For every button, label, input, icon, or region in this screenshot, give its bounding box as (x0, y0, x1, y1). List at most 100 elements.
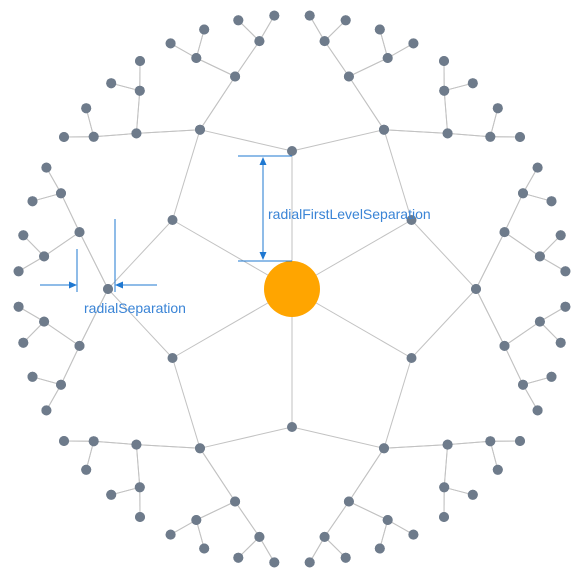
tree-node-2-1[interactable] (379, 124, 389, 135)
tree-node-3-1-1[interactable] (499, 227, 510, 238)
tree-node-6-1[interactable] (103, 284, 113, 294)
tree-node-4-1-2-2[interactable] (319, 531, 330, 542)
tree-node-3-1-1-2-1[interactable] (555, 230, 566, 241)
tree-node-6-1-2-2-2[interactable] (41, 162, 52, 173)
tree-node-4-1-1[interactable] (442, 439, 453, 450)
tree-node-4-1-1-1[interactable] (485, 436, 496, 447)
tree-node-6-1-1-1-1[interactable] (41, 405, 52, 416)
tree-node-5-1-1-1[interactable] (254, 531, 265, 542)
tree-node-2-1-1-1-2[interactable] (340, 15, 351, 26)
tree-node-3-1-2-2[interactable] (518, 379, 528, 390)
tree-node-5-1-1[interactable] (230, 496, 241, 507)
tree-node-2-1-1-2-2[interactable] (408, 38, 419, 49)
tree-node-6-1-2-1-2[interactable] (18, 230, 29, 241)
tree-node-5-1-2-1[interactable] (134, 482, 145, 493)
tree-node-5-1-2-2-2[interactable] (59, 436, 69, 446)
tree-node-2-1-1-2-1[interactable] (374, 24, 385, 35)
tree-node-2-1-2-2[interactable] (485, 131, 496, 142)
tree-node-5-1-1-2-1[interactable] (199, 543, 210, 554)
tree-node-6-1-2-1-1[interactable] (13, 266, 24, 277)
tree-node-4-1-2[interactable] (343, 496, 354, 507)
tree-node-6-2-2-2-1[interactable] (233, 15, 244, 26)
tree-node-4-1-2-1[interactable] (382, 515, 393, 525)
tree-node-2-1-1-1[interactable] (319, 36, 330, 47)
tree-node-6-2-1-1-1[interactable] (59, 132, 69, 142)
tree-node-4-1-1-2-2[interactable] (439, 512, 449, 522)
tree-node-4-1-1-2[interactable] (439, 482, 450, 493)
tree-node-6-1-1-2[interactable] (39, 316, 50, 327)
tree-node-4-1-2-1-2[interactable] (374, 543, 385, 554)
tree-node-5[interactable] (167, 353, 178, 363)
tree-node-3-1-2[interactable] (499, 340, 510, 351)
tree-node-4-1-2-2-2[interactable] (304, 557, 315, 568)
tree-node-5-1-1-2[interactable] (191, 515, 202, 525)
tree-node-6-1-2-1[interactable] (39, 251, 50, 262)
tree-node-2-1-2-1[interactable] (439, 85, 450, 96)
tree-node-2-1-1[interactable] (343, 71, 354, 82)
tree-node-5-1-2-2[interactable] (88, 436, 99, 447)
tree-node-4[interactable] (287, 422, 297, 432)
tree-node-6-2-2-2[interactable] (254, 36, 265, 47)
tree-node-2-1-2[interactable] (442, 128, 453, 139)
tree-node-6-1-1-2-2[interactable] (13, 301, 24, 312)
tree-node-4-1-1-1-2[interactable] (492, 464, 503, 475)
tree-node-5-1-2-1-1[interactable] (135, 512, 145, 522)
tree-node-6-2-1-1-2[interactable] (81, 103, 92, 114)
tree-node-2-1-1-1-1[interactable] (304, 10, 315, 21)
tree-node-3-1-2-2-2[interactable] (532, 405, 543, 416)
tree-node-5-1-1-1-1[interactable] (269, 557, 280, 568)
tree-node-6-1-1-1-2[interactable] (27, 371, 38, 382)
tree-node-6-2-2[interactable] (230, 71, 241, 82)
tree-node-6-2-1-2[interactable] (134, 85, 145, 96)
tree-node-6-1-1-1[interactable] (56, 379, 66, 390)
tree-node-3[interactable] (406, 353, 417, 363)
tree-node-5-1-1-1-2[interactable] (233, 552, 244, 563)
tree-node-2-1-2-2-1[interactable] (492, 103, 503, 114)
tree-node-3-1-2-2-1[interactable] (546, 371, 557, 382)
tree-edge-3-1-2-1 (504, 321, 541, 347)
tree-node-6-2-2-1[interactable] (191, 53, 202, 63)
tree-node-5-1-2[interactable] (131, 439, 142, 450)
tree-edge-5-1 (172, 357, 201, 449)
tree-node-4-1-1-2-1[interactable] (467, 489, 478, 500)
tree-node-3-1-1-2-2[interactable] (560, 266, 571, 277)
tree-node-6-2-2-2-2[interactable] (269, 10, 280, 21)
tree-node-6-1-2[interactable] (74, 227, 85, 238)
tree-node-6-2-1-1[interactable] (88, 131, 99, 142)
tree-node-2-1-2-1-2[interactable] (467, 78, 478, 89)
tree-node-5-1-2-2-1[interactable] (81, 464, 92, 475)
tree-node-4-1[interactable] (379, 443, 389, 454)
tree-node-2-1-2-2-2[interactable] (515, 132, 525, 142)
root-node[interactable] (264, 261, 320, 317)
tree-node-6-2-1[interactable] (131, 128, 142, 139)
tree-node-6-1-2-2-1[interactable] (27, 196, 38, 207)
tree-node-6[interactable] (167, 215, 178, 225)
tree-node-5-1-2-1-2[interactable] (106, 489, 117, 500)
tree-node-1[interactable] (287, 146, 297, 156)
tree-node-3-1-2-1-1[interactable] (560, 301, 571, 312)
tree-node-3-1-1-1-1[interactable] (532, 162, 543, 173)
tree-node-4-1-2-2-1[interactable] (340, 552, 351, 563)
tree-node-6-1-1[interactable] (74, 340, 85, 351)
tree-edge-2-1-2-1 (443, 90, 449, 134)
tree-node-6-1-1-2-1[interactable] (18, 337, 29, 348)
tree-node-6-2-2-1-2[interactable] (199, 24, 210, 35)
tree-node-2-1-1-2[interactable] (382, 53, 393, 63)
tree-node-3-1[interactable] (471, 284, 481, 294)
tree-node-4-1-2-1-1[interactable] (408, 529, 419, 540)
tree-node-3-1-1-2[interactable] (534, 251, 545, 262)
tree-node-5-1[interactable] (195, 443, 205, 454)
tree-node-6-2-1-2-2[interactable] (135, 56, 145, 66)
tree-node-6-1-2-2[interactable] (56, 188, 66, 199)
tree-node-3-1-2-1-2[interactable] (555, 337, 566, 348)
tree-node-6-2[interactable] (195, 124, 205, 135)
tree-node-2[interactable] (406, 215, 417, 225)
tree-node-4-1-1-1-1[interactable] (515, 436, 525, 446)
tree-node-6-2-2-1-1[interactable] (165, 38, 176, 49)
tree-node-6-2-1-2-1[interactable] (106, 78, 117, 89)
tree-node-3-1-1-1-2[interactable] (546, 196, 557, 207)
tree-node-2-1-2-1-1[interactable] (439, 56, 449, 66)
tree-node-3-1-1-1[interactable] (518, 188, 528, 199)
tree-node-5-1-1-2-2[interactable] (165, 529, 176, 540)
tree-node-3-1-2-1[interactable] (534, 316, 545, 327)
